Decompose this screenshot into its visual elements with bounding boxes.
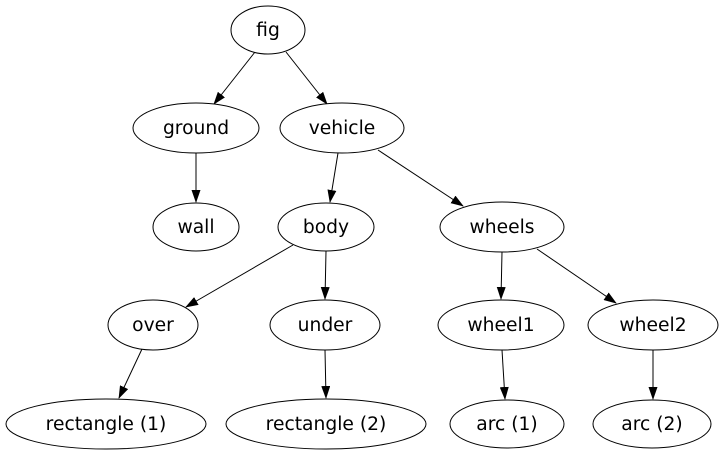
node-over: over (107, 299, 199, 351)
node-body-shape (277, 202, 375, 252)
node-under-label: under (298, 315, 353, 336)
node-fig: fig (230, 5, 306, 55)
edge-body-over (185, 244, 294, 308)
node-arc1: arc (1) (449, 399, 565, 449)
node-wheels-shape (439, 201, 565, 253)
node-ground-shape (132, 102, 260, 154)
edge-wheels-wheel2 (536, 248, 617, 304)
node-wheel2-label: wheel2 (619, 315, 686, 336)
edge-fig-vehicle (285, 51, 328, 105)
node-rectangle2: rectangle (2) (225, 398, 427, 450)
node-wheel2: wheel2 (587, 299, 719, 351)
node-fig-shape (230, 5, 306, 55)
node-wall: wall (152, 202, 240, 252)
node-arc2-shape (592, 399, 712, 449)
edge-body-under (320, 250, 330, 300)
node-wall-label: wall (177, 217, 214, 238)
node-over-shape (107, 299, 199, 351)
node-body: body (277, 202, 375, 252)
node-rectangle1-shape (5, 398, 207, 450)
node-vehicle-shape (279, 102, 405, 154)
node-under-shape (269, 299, 381, 351)
edge-wheels-wheel1 (496, 251, 506, 300)
node-wheels-label: wheels (469, 217, 534, 238)
node-wheel1: wheel1 (437, 299, 565, 351)
edges (118, 51, 658, 400)
node-over-label: over (132, 315, 174, 336)
node-arc1-shape (449, 399, 565, 449)
edge-fig-ground (213, 51, 256, 105)
node-wheel1-label: wheel1 (467, 315, 534, 336)
edge-vehicle-body (327, 152, 339, 203)
node-wheel2-shape (587, 299, 719, 351)
nodes: fig ground vehicle wall body wheels (5, 5, 719, 450)
node-wheel1-shape (437, 299, 565, 351)
node-vehicle-label: vehicle (309, 118, 376, 139)
node-wall-shape (152, 202, 240, 252)
node-rectangle1-label: rectangle (1) (46, 414, 167, 435)
node-body-label: body (303, 217, 349, 238)
node-ground: ground (132, 102, 260, 154)
edge-under-rectangle2 (321, 349, 331, 399)
node-arc2-label: arc (2) (621, 414, 682, 435)
node-ground-label: ground (163, 118, 229, 139)
node-vehicle: vehicle (279, 102, 405, 154)
edge-wheel1-arc1 (499, 349, 509, 400)
node-wheels: wheels (439, 201, 565, 253)
node-rectangle1: rectangle (1) (5, 398, 207, 450)
node-rectangle2-label: rectangle (2) (266, 414, 387, 435)
node-fig-label: fig (256, 20, 280, 41)
node-under: under (269, 299, 381, 351)
node-arc2: arc (2) (592, 399, 712, 449)
edge-over-rectangle1 (118, 348, 143, 399)
edge-vehicle-wheels (377, 149, 464, 207)
node-arc1-label: arc (1) (476, 414, 537, 435)
node-rectangle2-shape (225, 398, 427, 450)
